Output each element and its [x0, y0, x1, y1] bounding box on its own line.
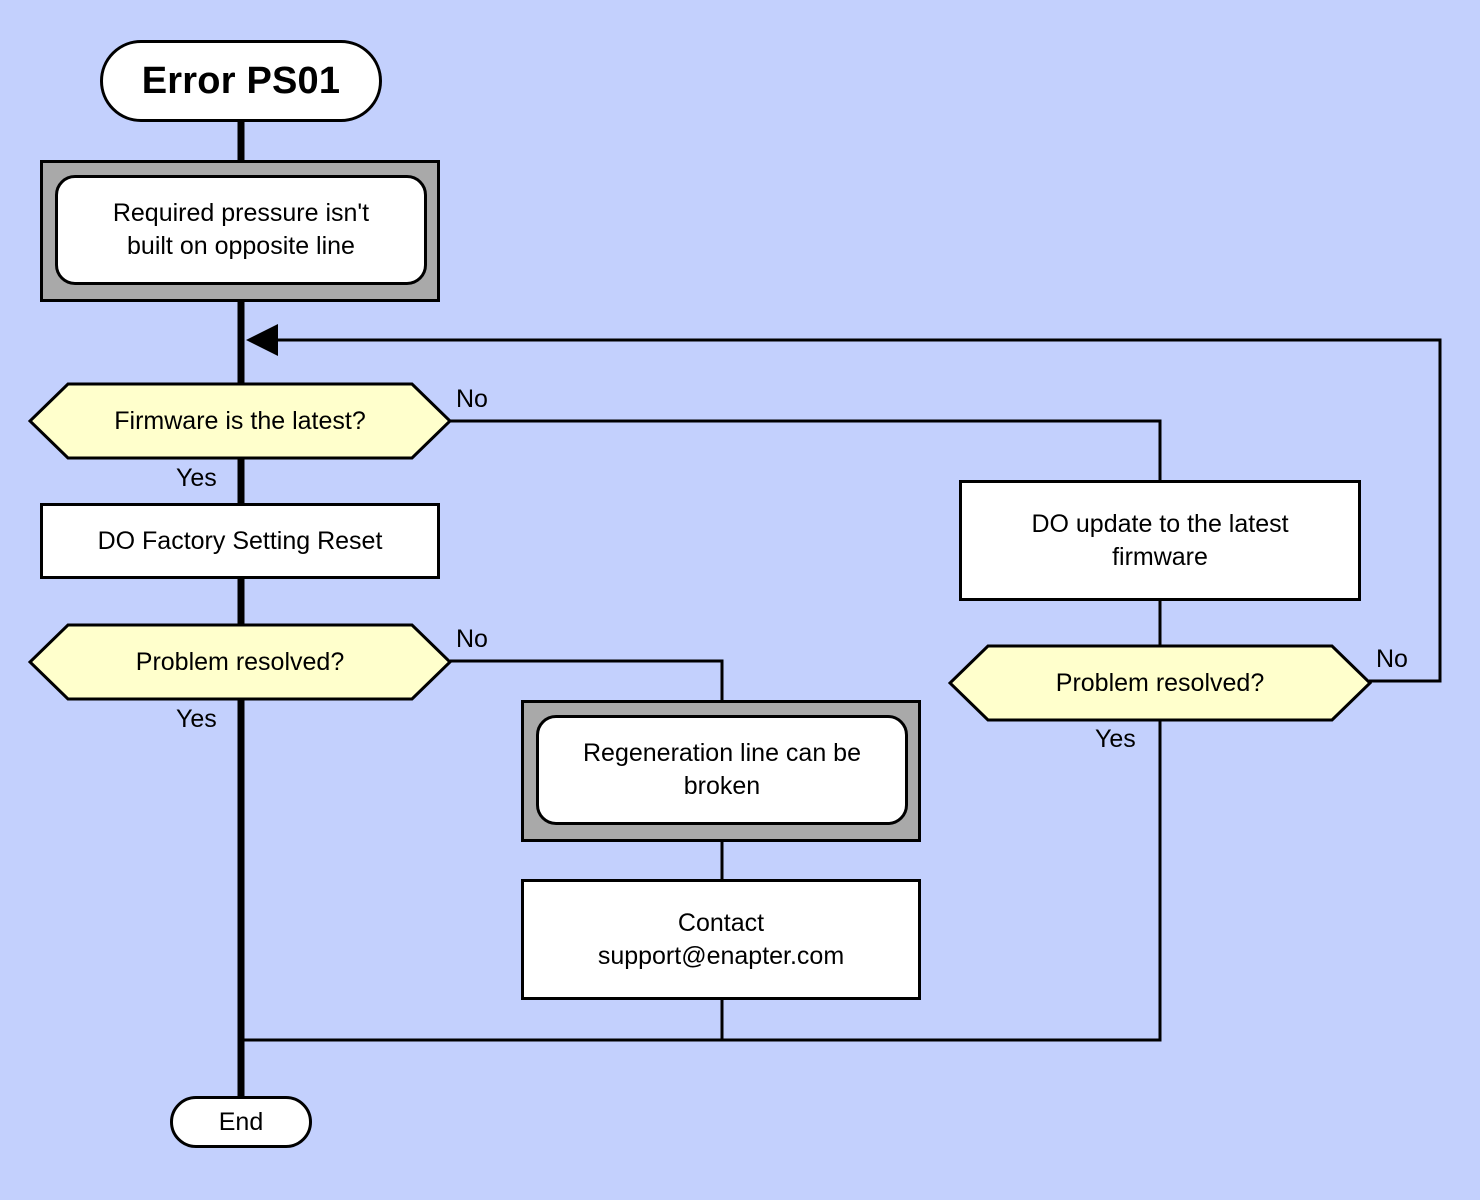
- node-contact-support-label: Contact support@enapter.com: [598, 907, 844, 973]
- node-required-pressure-inner: Required pressure isn't built on opposit…: [55, 175, 427, 285]
- node-start[interactable]: Error PS01: [100, 40, 382, 122]
- node-factory-reset[interactable]: DO Factory Setting Reset: [40, 503, 440, 579]
- edge-resolved2-yes: [241, 716, 1162, 1042]
- node-regeneration-broken-label: Regeneration line can be broken: [583, 737, 861, 803]
- node-firmware-check-label: Firmware is the latest?: [114, 406, 366, 435]
- node-start-label: Error PS01: [141, 59, 341, 102]
- node-required-pressure-line2: built on opposite line: [127, 232, 355, 260]
- node-problem-resolved-2[interactable]: Problem resolved?: [948, 644, 1372, 722]
- node-firmware-check[interactable]: Firmware is the latest?: [28, 382, 452, 460]
- node-regeneration-broken-line1: Regeneration line can be: [583, 739, 861, 767]
- edge-resolved1-no: [450, 659, 724, 701]
- edge-resolved2-no: [268, 338, 1442, 683]
- node-end[interactable]: End: [170, 1096, 312, 1148]
- node-factory-reset-label: DO Factory Setting Reset: [97, 526, 383, 555]
- edge-firmware-no: [450, 419, 1162, 481]
- node-contact-support[interactable]: Contact support@enapter.com: [521, 879, 921, 1000]
- edge-label-resolved2-yes: Yes: [1095, 725, 1136, 753]
- node-required-pressure[interactable]: Required pressure isn't built on opposit…: [40, 160, 440, 302]
- node-problem-resolved-2-label: Problem resolved?: [1055, 668, 1265, 697]
- edge-label-resolved2-no: No: [1376, 645, 1408, 673]
- node-do-update-label: DO update to the latest firmware: [1031, 508, 1288, 574]
- node-regeneration-broken-line2: broken: [683, 772, 761, 800]
- node-do-update[interactable]: DO update to the latest firmware: [959, 480, 1361, 601]
- node-do-update-line1: DO update to the latest: [1031, 509, 1289, 538]
- node-problem-resolved-1[interactable]: Problem resolved?: [28, 623, 452, 701]
- arrowhead-to-trunk: [246, 324, 278, 356]
- node-regeneration-broken[interactable]: Regeneration line can be broken: [521, 700, 921, 842]
- node-do-update-line2: firmware: [1112, 542, 1208, 571]
- edge-label-resolved1-no: No: [456, 625, 488, 653]
- node-problem-resolved-1-label: Problem resolved?: [135, 647, 345, 676]
- edge-label-firmware-yes: Yes: [176, 464, 217, 492]
- edge-label-resolved1-yes: Yes: [176, 705, 217, 733]
- node-contact-support-line2: support@enapter.com: [597, 941, 845, 970]
- node-regeneration-broken-inner: Regeneration line can be broken: [536, 715, 908, 825]
- edge-label-firmware-no: No: [456, 385, 488, 413]
- node-required-pressure-line1: Required pressure isn't: [112, 199, 370, 227]
- node-end-label: End: [218, 1107, 264, 1136]
- node-required-pressure-label: Required pressure isn't built on opposit…: [113, 197, 369, 263]
- node-contact-support-line1: Contact: [677, 908, 765, 937]
